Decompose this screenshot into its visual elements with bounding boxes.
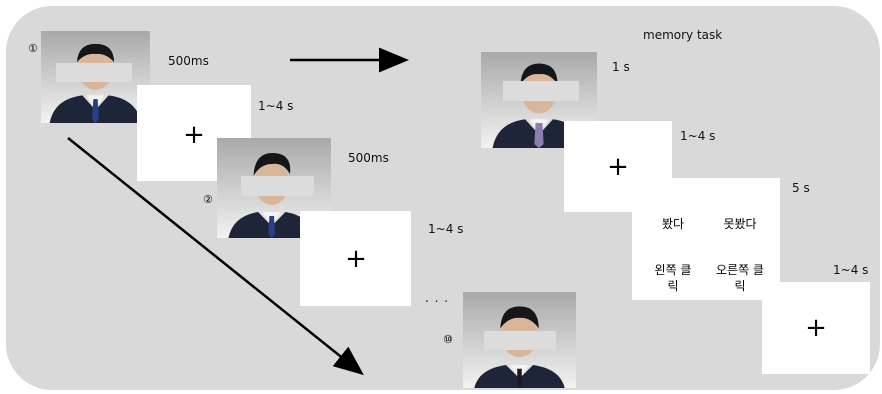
trial-2-marker: ②: [203, 193, 213, 206]
memory-task-title: memory task: [643, 28, 723, 42]
right-click-label: 오른쪽 클릭: [716, 263, 764, 293]
face-mask-2: [241, 176, 314, 196]
final-fix-duration: 1~4 s: [833, 263, 869, 277]
response-not-seen-label: 못봤다: [723, 217, 757, 231]
face-mask-1: [56, 63, 132, 82]
left-click-label: 왼쪽 클릭: [654, 263, 692, 293]
memory-fix-duration: 1~4 s: [680, 129, 716, 143]
trial-1-face-duration: 500ms: [168, 54, 209, 68]
memory-fixation-cross: +: [607, 152, 629, 182]
face-mask-10: [484, 331, 556, 350]
memory-face-mask: [503, 81, 579, 101]
trial-2-face-duration: 500ms: [348, 151, 389, 165]
final-fixation-cross: +: [805, 313, 827, 343]
trial-10-marker: ⑩: [443, 333, 453, 346]
final-fixation-card: +: [762, 282, 870, 374]
fixation-card-2: +: [300, 211, 411, 306]
trial-1-fix-duration: 1~4 s: [258, 99, 294, 113]
memory-face-duration: 1 s: [612, 60, 630, 74]
response-seen-label: 봤다: [661, 217, 685, 231]
fixation-cross-1: +: [183, 120, 205, 150]
ellipsis: . . .: [425, 291, 450, 305]
trial-2-fix-duration: 1~4 s: [428, 222, 464, 236]
response-card: 봤다 못봤다 왼쪽 클릭 오른쪽 클릭: [632, 178, 780, 300]
arrow-to-trial-10: [67, 137, 364, 376]
fixation-cross-2: +: [345, 244, 367, 274]
response-duration: 5 s: [792, 181, 810, 195]
trial-1-marker: ①: [28, 42, 38, 55]
